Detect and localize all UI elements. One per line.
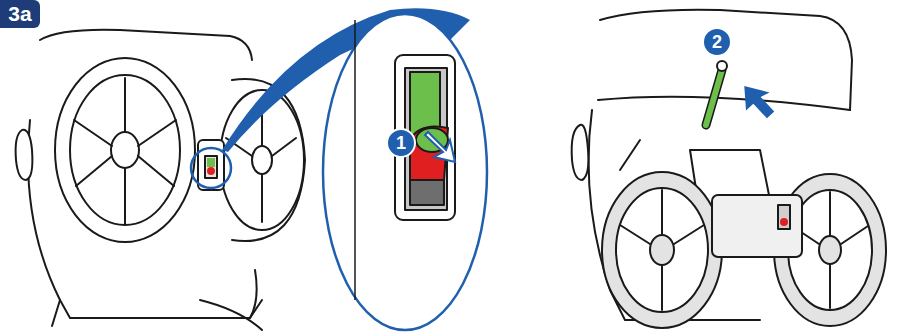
callout-number: 2 [702, 27, 732, 57]
step-badge: 3a [0, 0, 40, 28]
callout-number: 1 [386, 128, 416, 158]
